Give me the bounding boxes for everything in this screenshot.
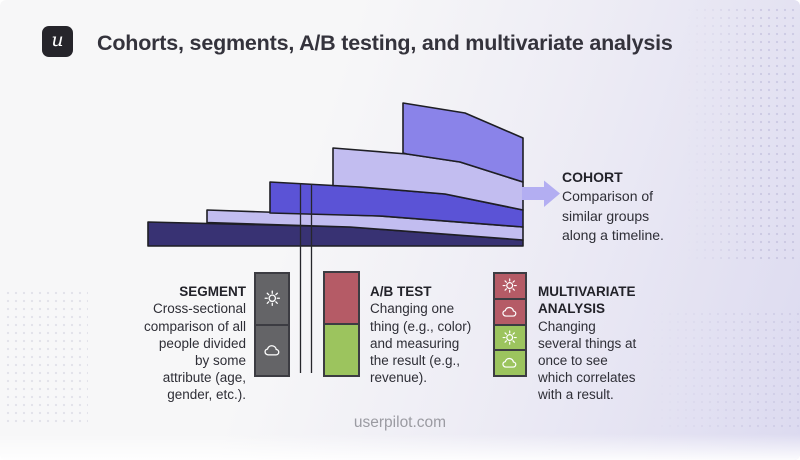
multivariate-annotation-description: Changing several things at once to see w…	[538, 318, 637, 403]
segment-annotation-description: Cross-sectional comparison of all people…	[143, 301, 246, 403]
multivariate-column	[493, 272, 527, 377]
segment-column-cell-1	[256, 274, 288, 324]
sun-icon	[502, 330, 518, 345]
multivariate-column-cell-4	[495, 349, 525, 375]
site-url: userpilot.com	[353, 414, 447, 431]
sun-icon	[264, 290, 280, 307]
ab-test-column-cell-1	[325, 273, 358, 323]
cohort-annotation-title: COHORT	[562, 168, 623, 185]
ab-test-column-cell-2	[325, 323, 358, 375]
ab-test-annotation-title: A/B TEST	[370, 284, 432, 300]
page-title: Cohorts, segments, A/B testing, and mult…	[97, 31, 673, 55]
cloud-icon	[502, 358, 517, 369]
ab-test-annotation-description: Changing one thing (e.g., color) and mea…	[370, 301, 472, 386]
cohort-arrow-icon	[522, 180, 560, 207]
segment-column	[254, 272, 290, 377]
cohort-band-5	[402, 102, 524, 183]
multivariate-column-cell-1	[495, 274, 525, 298]
multivariate-column-cell-2	[495, 297, 525, 324]
cloud-icon	[264, 345, 280, 356]
ab-test-column	[323, 271, 360, 377]
cloud-icon	[502, 306, 517, 317]
logo-letter: u	[51, 29, 64, 51]
sun-icon	[502, 278, 518, 294]
cohort-annotation-description: Comparison of similar groups along a tim…	[562, 188, 664, 243]
userpilot-logo-icon: u	[42, 26, 73, 57]
cohort-annotation: COHORT Comparison of similar groups along…	[562, 148, 702, 246]
multivariate-column-cell-3	[495, 323, 525, 350]
segment-annotation-title: SEGMENT	[179, 284, 246, 300]
segment-column-cell-2	[256, 323, 288, 375]
multivariate-annotation-title: MULTIVARIATE ANALYSIS	[538, 284, 636, 317]
